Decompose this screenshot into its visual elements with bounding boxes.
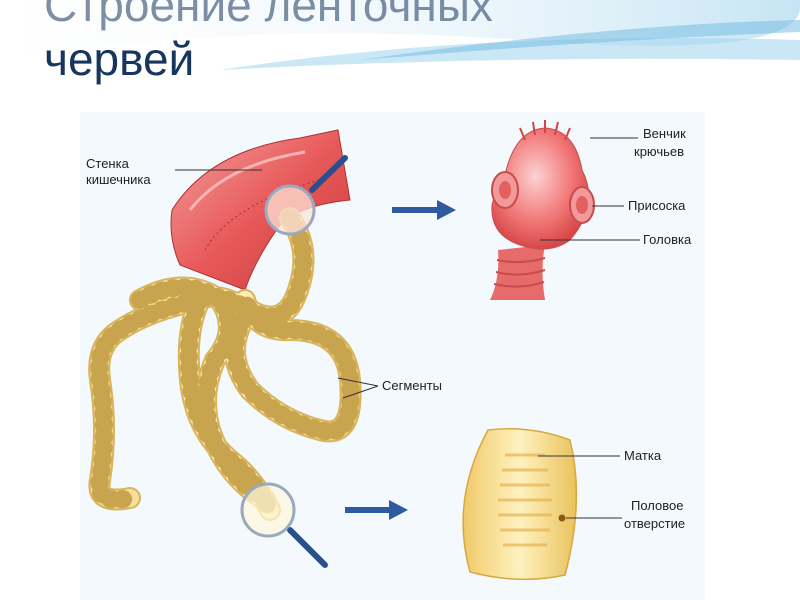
intestine-wall-illustration: [171, 130, 350, 290]
label-intestine-wall-line2: кишечника: [86, 172, 151, 188]
label-segments: Сегменты: [382, 378, 442, 394]
label-genital-line1: Половое: [631, 498, 683, 514]
label-hooks-line1: Венчик: [643, 126, 686, 142]
proglottid-illustration: [463, 429, 576, 580]
label-genital-line2: отверстие: [624, 516, 685, 532]
label-intestine-wall-line1: Стенка: [86, 156, 129, 172]
label-sucker: Присоска: [628, 198, 685, 214]
label-uterus: Матка: [624, 448, 661, 464]
arrow-to-head-icon: [392, 200, 456, 220]
arrow-to-proglottid-icon: [345, 500, 408, 520]
scolex-illustration: [490, 120, 594, 300]
label-head: Головка: [643, 232, 691, 248]
label-hooks-line2: крючьев: [634, 144, 684, 160]
magnifier-segment-icon: [242, 484, 325, 565]
